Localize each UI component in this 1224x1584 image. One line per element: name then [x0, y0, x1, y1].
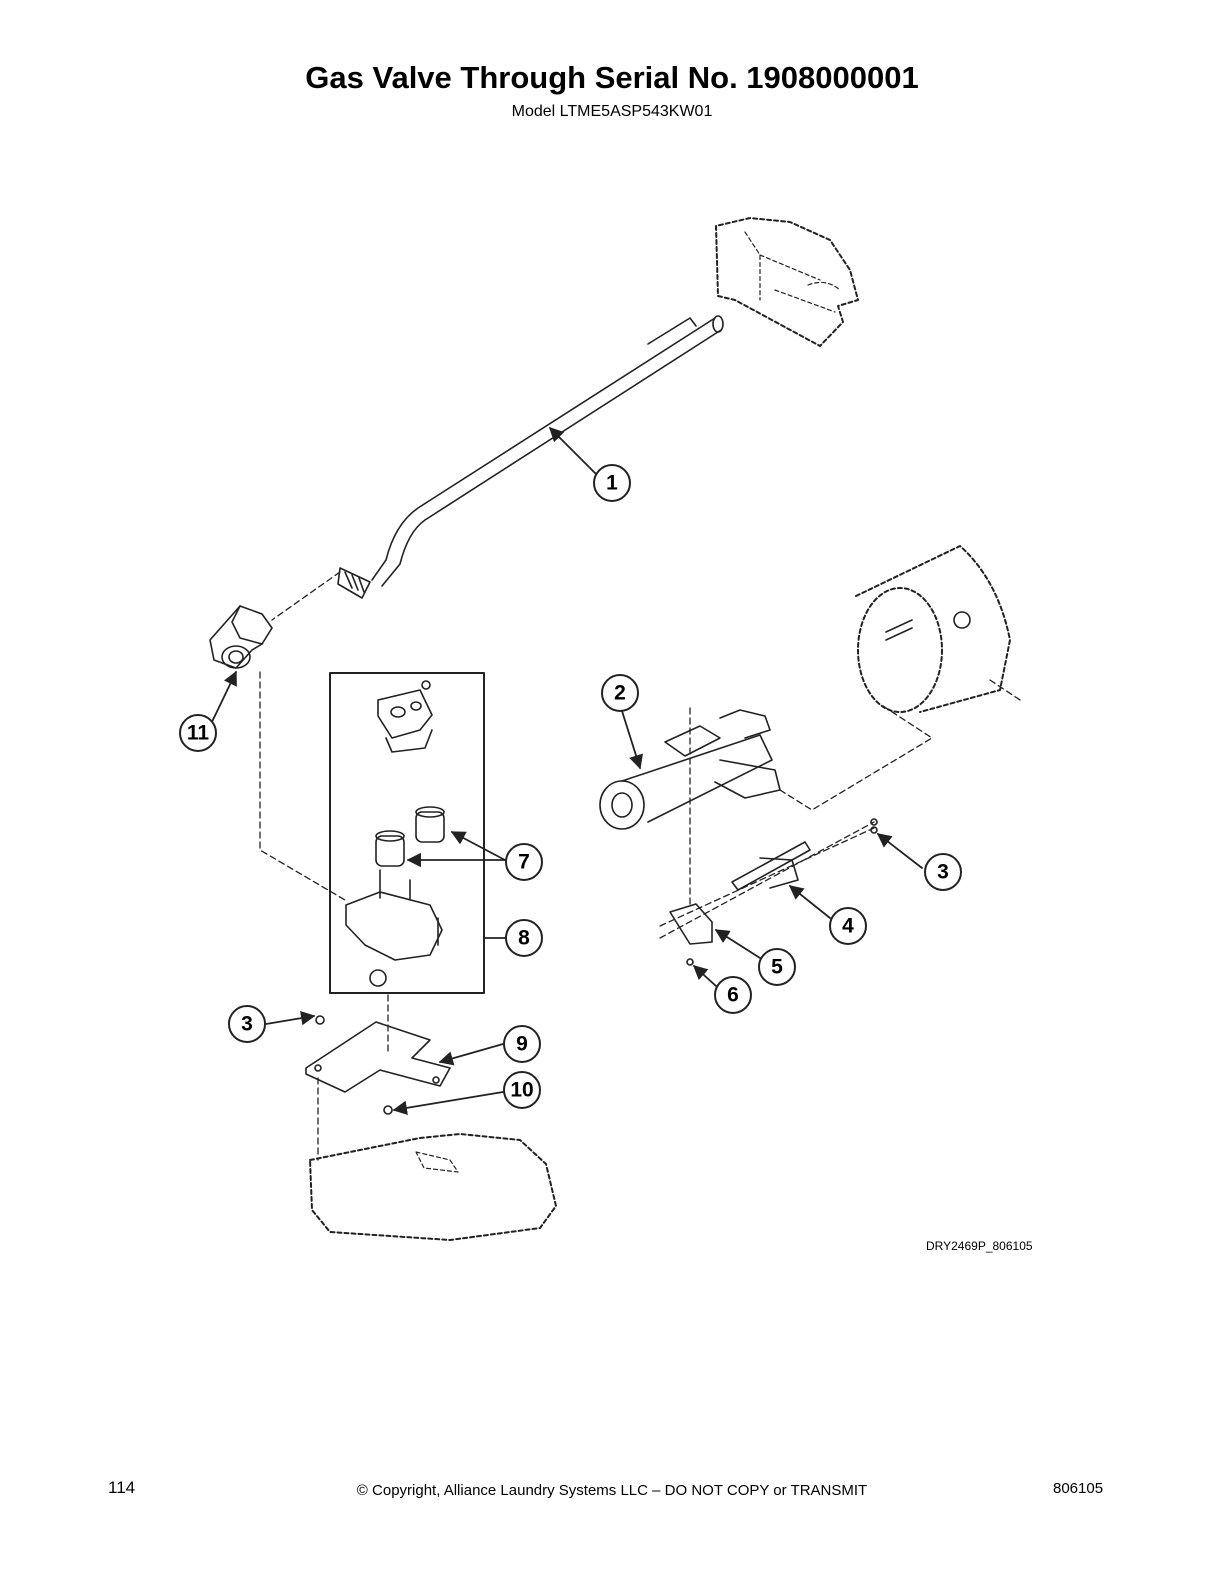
callout-9: 9: [516, 1033, 528, 1056]
callout-circle-1: [593, 464, 631, 502]
callout-4: 4: [842, 915, 854, 938]
assembly-guides: [259, 571, 1021, 1161]
callout-8: 8: [518, 927, 530, 950]
callout-circle-11: [179, 714, 217, 752]
igniter-assembly: [669, 818, 878, 966]
callout-circles: [179, 464, 962, 1109]
elbow-fitting: [209, 605, 273, 669]
page-number: 114: [108, 1478, 136, 1497]
valve-group-box: [329, 672, 485, 994]
callout-1: 1: [606, 472, 618, 495]
callout-circle-3-left: [228, 1005, 266, 1043]
callout-circle-9: [503, 1025, 541, 1063]
figure-code: DRY2469P_806105: [926, 1239, 1033, 1253]
document-number: 806105: [1053, 1480, 1104, 1497]
callout-circle-2: [601, 674, 639, 712]
leader-lines: [209, 426, 923, 1115]
callout-circle-4: [829, 907, 867, 945]
burner-shroud: [855, 545, 1011, 713]
callout-3-right: 3: [937, 861, 949, 884]
callout-10: 10: [510, 1079, 533, 1102]
mounting-plate: [305, 1015, 451, 1115]
callout-circle-7: [505, 843, 543, 881]
callout-7: 7: [518, 851, 530, 874]
model-subtitle: Model LTME5ASP543KW01: [511, 103, 713, 120]
callout-circle-6: [714, 976, 752, 1014]
callout-circle-3-right: [924, 853, 962, 891]
copyright-notice: © Copyright, Alliance Laundry Systems LL…: [356, 1482, 868, 1499]
dryer-base-outline: [309, 1133, 557, 1241]
callout-6: 6: [727, 984, 739, 1007]
callout-circle-5: [758, 948, 796, 986]
burner-assembly: [599, 709, 781, 830]
callout-circle-10: [503, 1071, 541, 1109]
callout-2: 2: [614, 682, 626, 705]
callout-11: 11: [187, 722, 210, 745]
page-title: Gas Valve Through Serial No. 1908000001: [305, 60, 919, 95]
callout-5: 5: [771, 956, 783, 979]
gas-pipe: [337, 315, 724, 599]
callout-circle-8: [505, 919, 543, 957]
frame-bracket-outline: [715, 217, 859, 347]
callout-3-left: 3: [241, 1013, 253, 1036]
gas-valve: [345, 680, 445, 987]
